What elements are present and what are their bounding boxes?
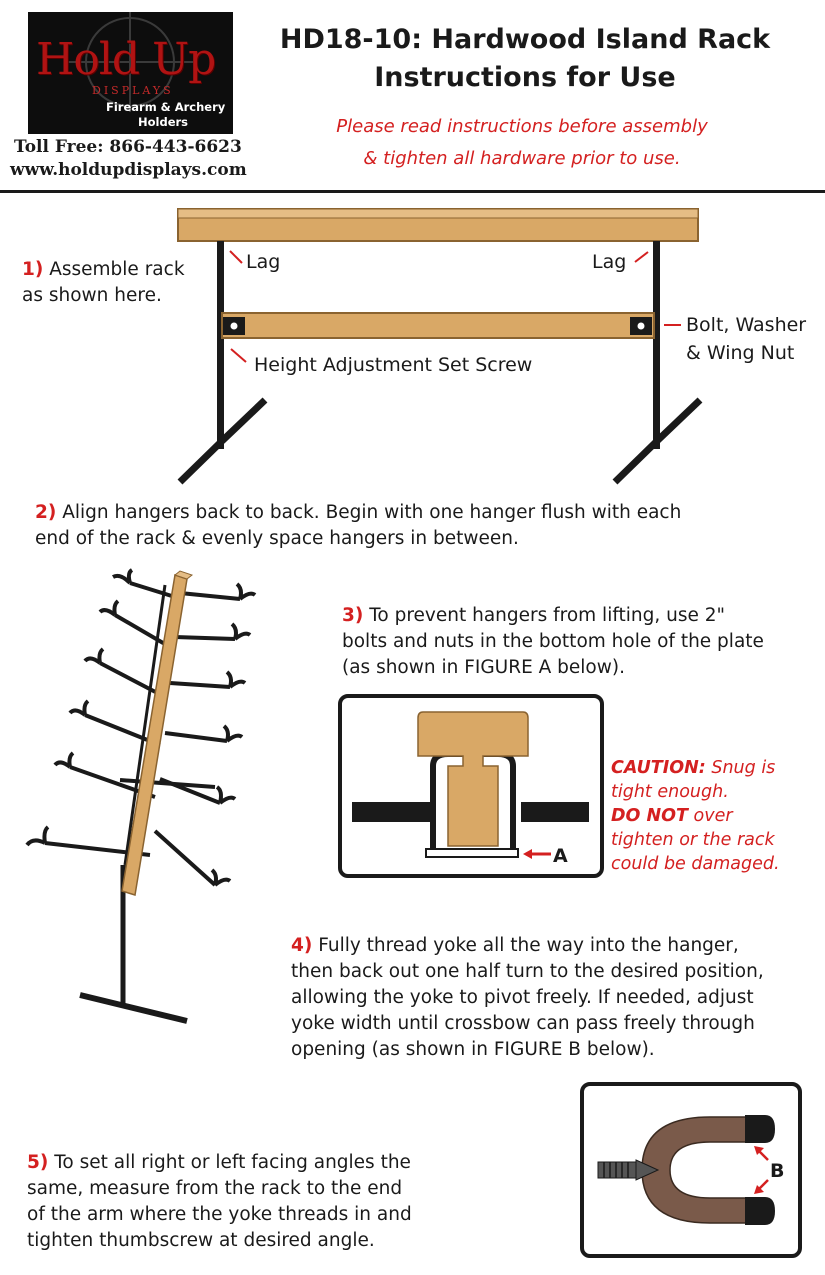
step-2-number: 2)	[35, 502, 57, 523]
step-4-line-3: allowing the yoke to pivot freely. If ne…	[291, 987, 754, 1008]
figure-a-label: A	[553, 845, 568, 867]
figure-b-label: B	[770, 1160, 785, 1182]
logo-subtitle: DISPLAYS	[92, 84, 174, 97]
step-1-number: 1)	[22, 259, 44, 280]
step-5-text: 5) To set all right or left facing angle…	[27, 1150, 497, 1254]
label-wing-nut: & Wing Nut	[686, 342, 795, 364]
caution-line-2: tight enough.	[611, 782, 729, 802]
hanger-rack-illustration	[25, 568, 257, 1024]
step-3-text: 3) To prevent hangers from lifting, use …	[342, 603, 812, 681]
step-2-line-1: Align hangers back to back. Begin with o…	[62, 502, 682, 523]
logo-tagline-1: Firearm & Archery	[106, 100, 226, 114]
logo-wordmark: Hold Up	[36, 34, 216, 85]
step-3-line-1: To prevent hangers from lifting, use 2"	[369, 605, 726, 626]
step-5-line-4: tighten thumbscrew at desired angle.	[27, 1230, 375, 1251]
step-4-line-5: opening (as shown in FIGURE B below).	[291, 1039, 655, 1060]
toll-free-number: Toll Free: 866-443-6623	[14, 137, 242, 157]
caution-note: CAUTION: Snug is tight enough. DO NOT ov…	[611, 756, 811, 876]
logo-crosshair-graphic	[68, 12, 193, 112]
label-set-screw: Height Adjustment Set Screw	[254, 354, 533, 376]
warning-line-1: Please read instructions before assembly	[336, 116, 708, 137]
figure-a	[338, 694, 604, 878]
step-4-text: 4) Fully thread yoke all the way into th…	[291, 933, 816, 1063]
step-3-line-3: (as shown in FIGURE A below).	[342, 657, 625, 678]
logo-tagline-2: Holders	[138, 115, 189, 129]
label-lag-right: Lag	[592, 251, 627, 273]
caution-lead: CAUTION:	[611, 758, 706, 778]
step-5-number: 5)	[27, 1152, 49, 1173]
step-1-line-1: Assemble rack	[49, 259, 185, 280]
step-4-line-4: yoke width until crossbow can pass freel…	[291, 1013, 755, 1034]
website-url: www.holdupdisplays.com	[10, 160, 247, 180]
figure-b	[580, 1082, 802, 1258]
caution-line-4: tighten or the rack	[611, 830, 775, 850]
label-lag-left: Lag	[246, 251, 281, 273]
step-1-line-2: as shown here.	[22, 285, 162, 306]
caution-line-1: Snug is	[711, 758, 776, 778]
caution-line-5: could be damaged.	[611, 854, 780, 874]
step-2-line-2: end of the rack & evenly space hangers i…	[35, 528, 519, 549]
document-title: HD18-10: Hardwood Island Rack	[279, 24, 771, 55]
step-4-line-2: then back out one half turn to the desir…	[291, 961, 764, 982]
document-subtitle: Instructions for Use	[374, 62, 676, 93]
step-5-line-3: of the arm where the yoke threads in and	[27, 1204, 412, 1225]
step-3-line-2: bolts and nuts in the bottom hole of the…	[342, 631, 764, 652]
warning-line-2: & tighten all hardware prior to use.	[363, 148, 681, 169]
step-3-number: 3)	[342, 605, 364, 626]
company-logo: Hold Up DISPLAYS Firearm & Archery Holde…	[28, 12, 233, 134]
step-2-text: 2) Align hangers back to back. Begin wit…	[35, 500, 805, 552]
caution-line-3: over	[693, 806, 733, 826]
step-5-line-2: same, measure from the rack to the end	[27, 1178, 403, 1199]
rack-assembly-diagram	[177, 208, 703, 485]
header-divider	[0, 190, 825, 193]
step-1-text: 1) Assemble rack as shown here.	[22, 257, 185, 309]
label-bolt-washer: Bolt, Washer	[686, 314, 807, 336]
step-5-line-1: To set all right or left facing angles t…	[54, 1152, 411, 1173]
step-4-number: 4)	[291, 935, 313, 956]
step-4-line-1: Fully thread yoke all the way into the h…	[318, 935, 739, 956]
caution-do-not: DO NOT	[611, 806, 688, 826]
